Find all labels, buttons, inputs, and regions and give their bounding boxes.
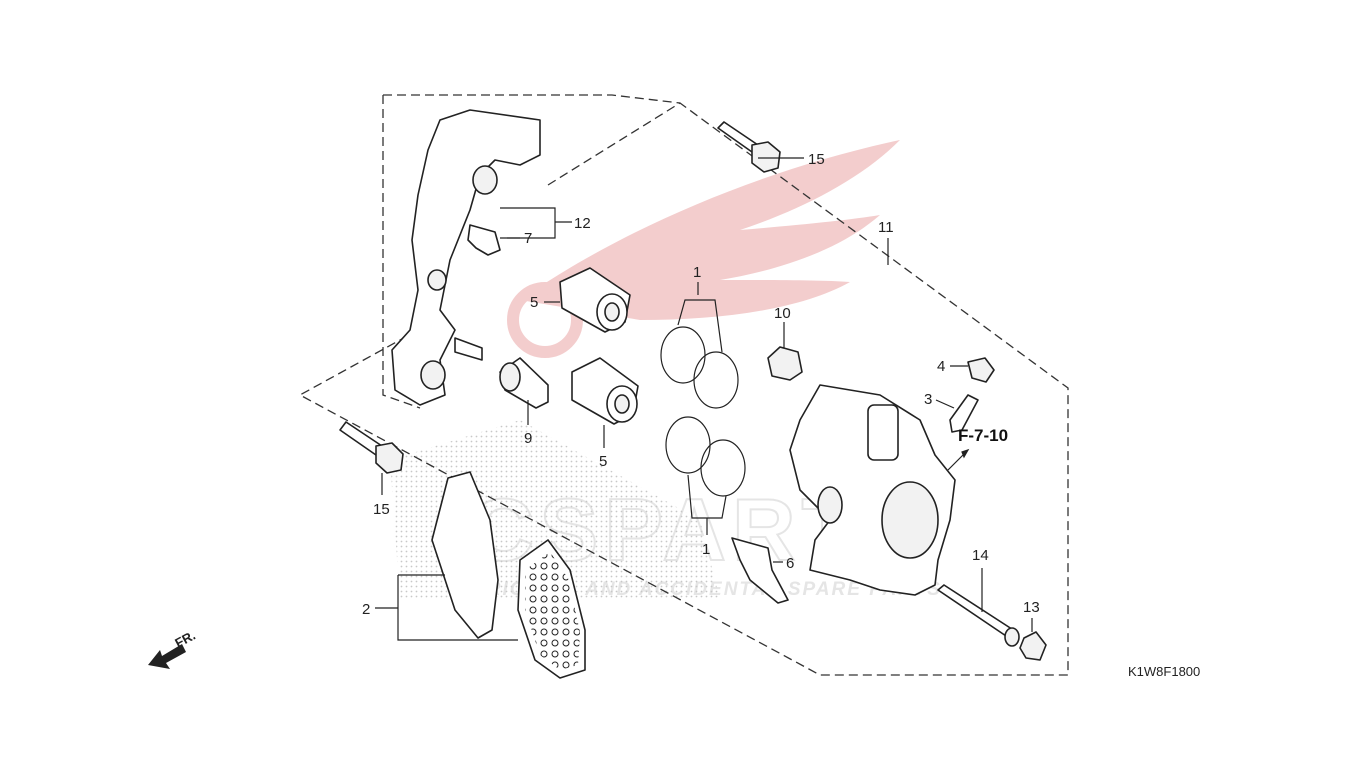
callout-13: 13	[1023, 599, 1040, 616]
pin-bolt	[499, 357, 549, 409]
callout-5-lower: 5	[599, 453, 607, 470]
reference-label: F-7-10	[958, 426, 1008, 445]
callout-9: 9	[524, 430, 532, 447]
callout-10: 10	[774, 305, 791, 322]
pin-plug	[1019, 631, 1047, 661]
callout-4: 4	[937, 358, 945, 375]
callout-1-upper: 1	[693, 264, 701, 281]
caliper-bracket	[391, 109, 541, 406]
brake-pad-set	[431, 471, 586, 679]
callout-15-upper: 15	[808, 151, 825, 168]
callout-12: 12	[574, 215, 591, 232]
callout-3: 3	[924, 391, 932, 408]
front-label: FR.	[172, 628, 198, 651]
caliper-assembly-outline	[298, 102, 1069, 676]
bleeder-screw	[949, 394, 979, 433]
slide-pin-boot-2	[571, 357, 639, 425]
piston-seal-set-lower	[665, 416, 746, 497]
mounting-bolt-upper	[717, 121, 781, 173]
pad-shim	[731, 537, 789, 604]
callout-6: 6	[786, 555, 794, 572]
pad-spring-clip	[467, 224, 501, 256]
caliper-body	[789, 384, 956, 596]
bracket-assembly-outline	[382, 94, 681, 409]
mounting-bolt-lower	[339, 421, 404, 474]
callout-5-upper: 5	[530, 294, 538, 311]
slide-pin-boot	[559, 267, 631, 333]
callout-7: 7	[524, 230, 532, 247]
pad-pin-head	[1004, 627, 1020, 647]
watermark-wing-icon	[520, 140, 900, 320]
bleeder-cap	[767, 346, 803, 381]
front-direction-indicator: FR.	[148, 628, 198, 669]
front-arrow-icon	[148, 644, 186, 669]
bleeder-screw-cap	[967, 357, 995, 383]
callout-14: 14	[972, 547, 989, 564]
callout-labels: 1 1 2 3 4 5 5 6 7 9 10 11 12 13 14 15 15	[362, 151, 1040, 618]
diagram-code: K1W8F1800	[1128, 664, 1200, 679]
watermark-gear-icon	[507, 282, 583, 358]
callout-15-lower: 15	[373, 501, 390, 518]
callout-11: 11	[878, 219, 894, 236]
leader-lines	[375, 157, 1033, 641]
callout-1-lower: 1	[702, 541, 710, 558]
piston-seal-set-upper	[660, 326, 739, 409]
callout-2: 2	[362, 601, 370, 618]
